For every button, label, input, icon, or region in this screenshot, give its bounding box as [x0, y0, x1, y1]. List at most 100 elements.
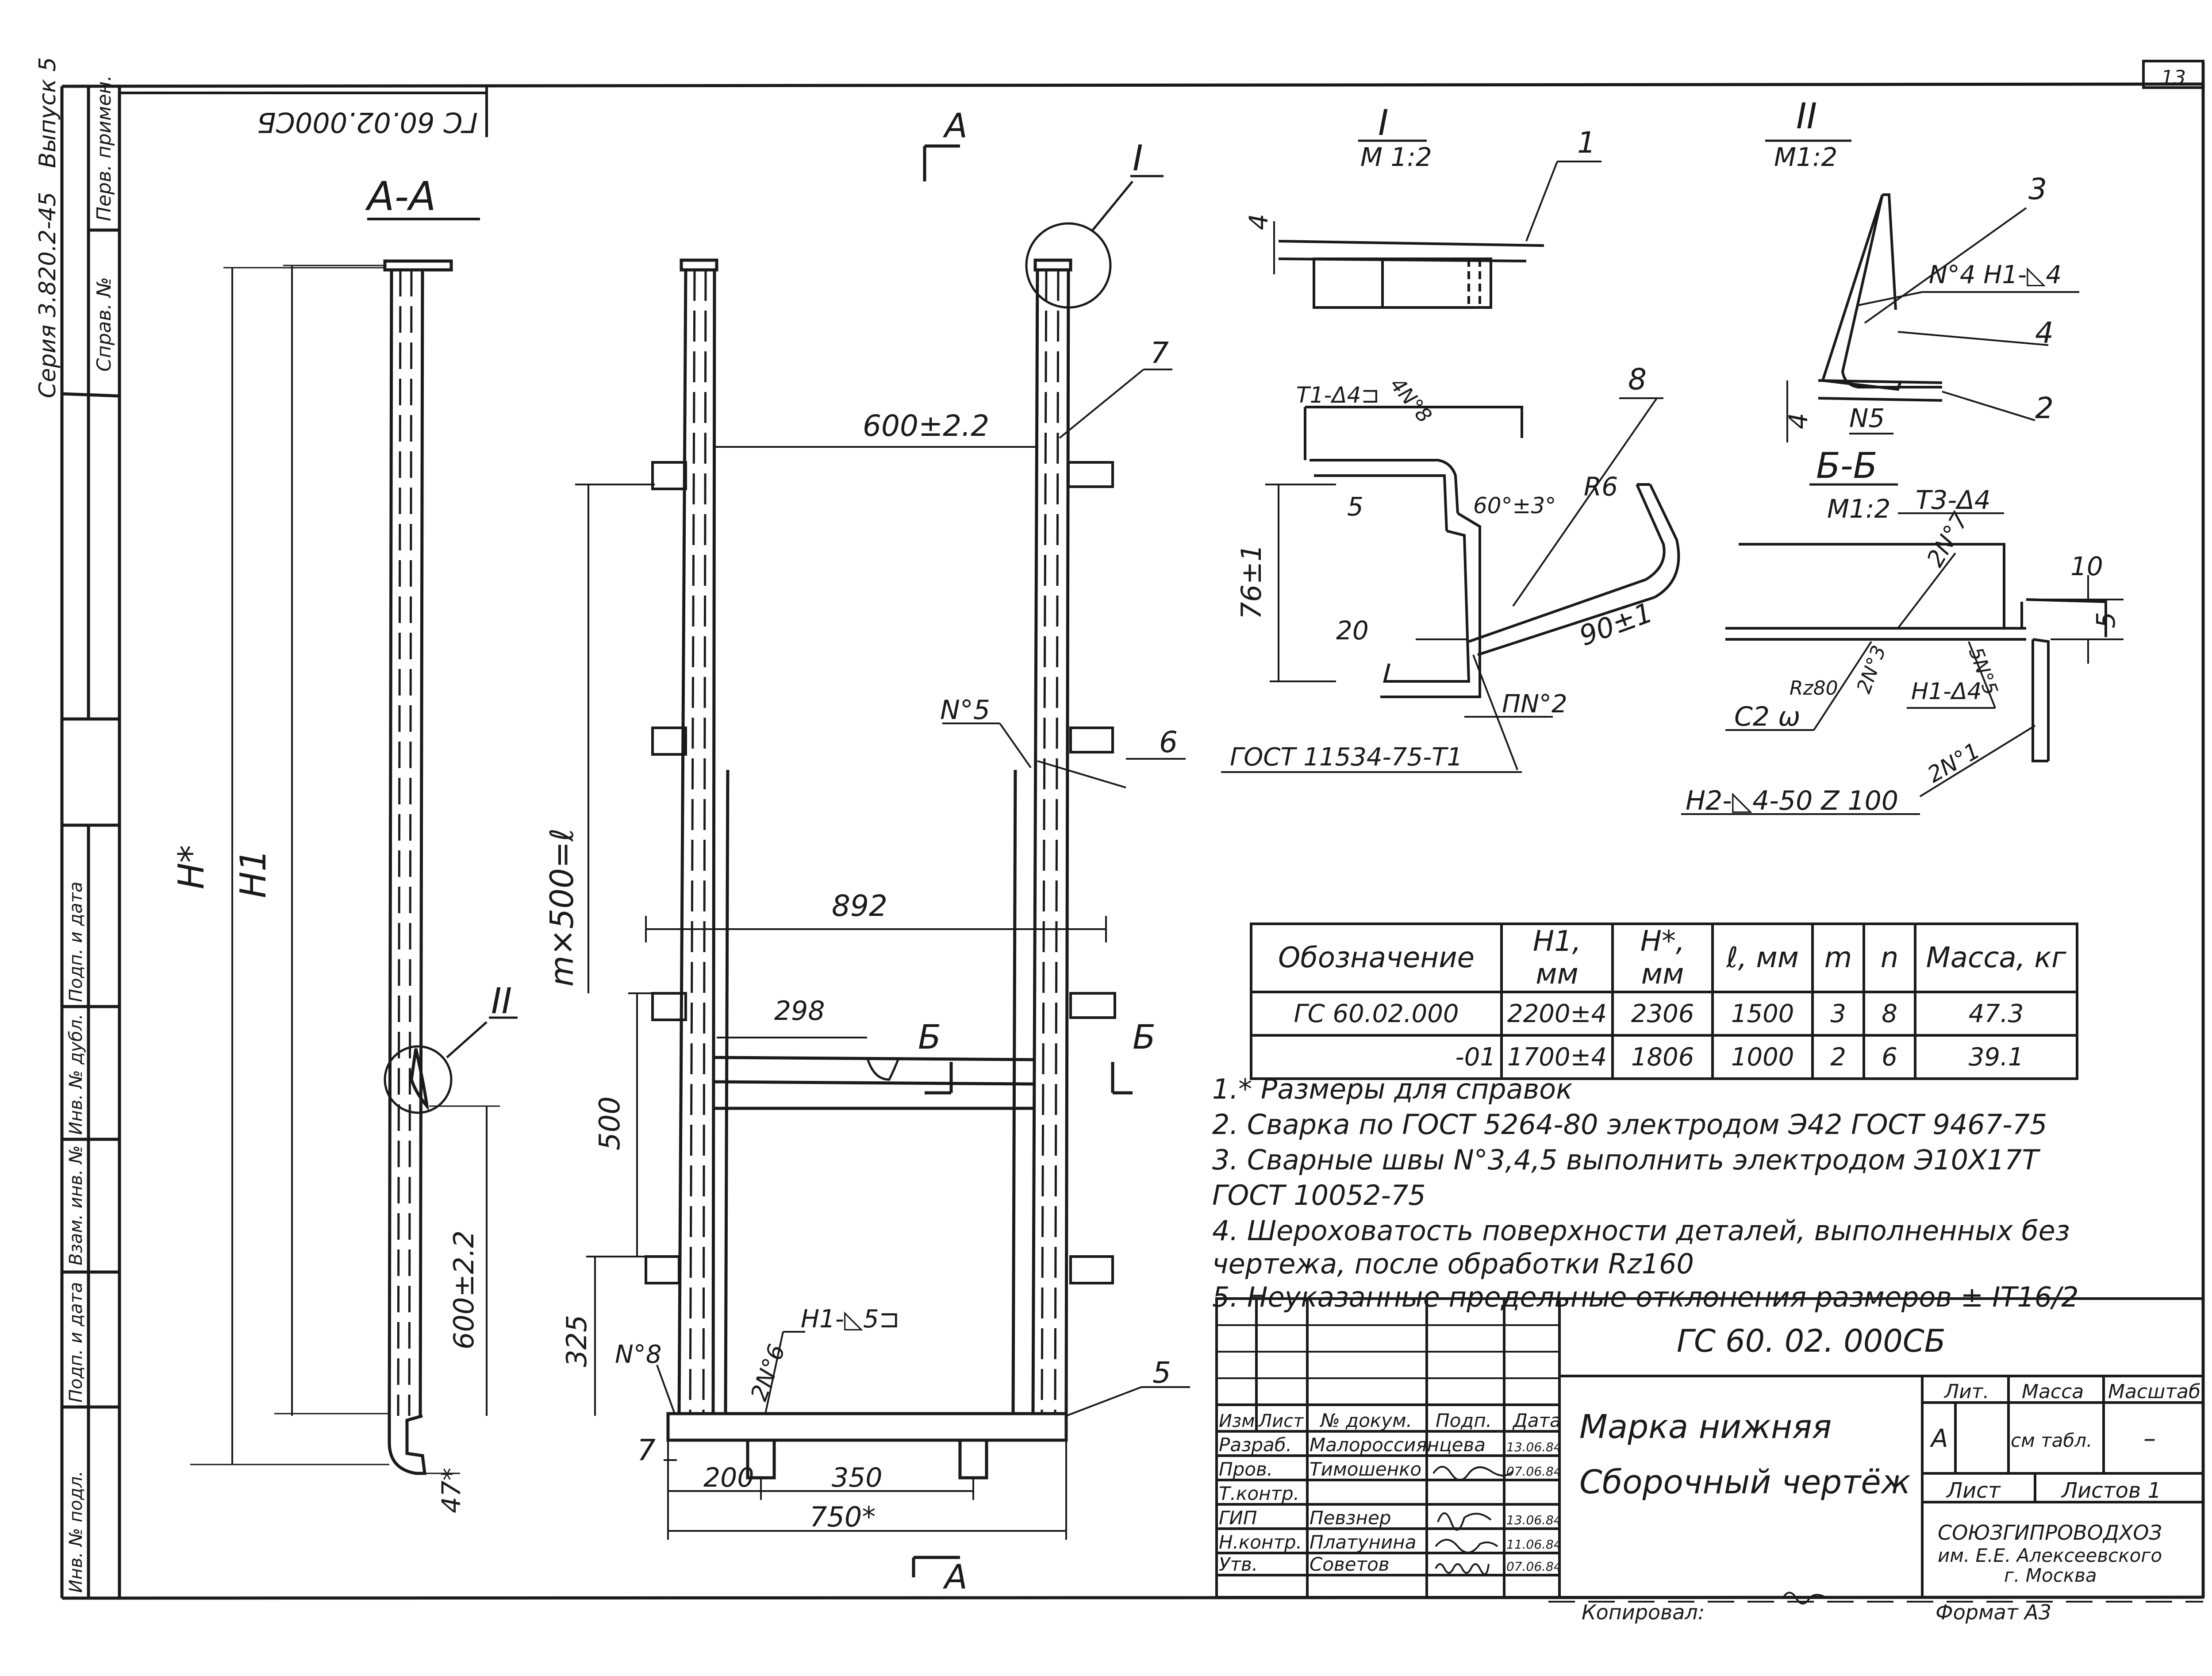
tb-mass-label: Масса: [2022, 1380, 2084, 1403]
dim-350: 350: [832, 1462, 883, 1493]
side-inv-orig: Инв. № подл.: [66, 1471, 86, 1593]
bb-dim-10: 10: [2070, 551, 2103, 581]
node-detail: Т1-Δ4⊐ 4N°8 5 76±1 20 60°±3° R6 90±1 8 П…: [1221, 362, 1680, 773]
tb-role-3: ГИП: [1219, 1507, 1257, 1529]
callout-h1-5: Н1-◺5⊐: [801, 1305, 900, 1334]
spec-cell: 1000: [1711, 1034, 1814, 1080]
callout-n5: N°5: [940, 695, 990, 726]
detail-2: II М1:2 3 N°4 Н1-◺4 4 2 N5 4: [1765, 96, 2079, 442]
rotated-code: ГС 60.02.000СБ: [257, 106, 478, 138]
callout-6: 6: [1159, 725, 1178, 759]
tb-name-5: Советов: [1310, 1553, 1390, 1575]
tb-role-0: Разраб.: [1219, 1434, 1292, 1456]
dim-200: 200: [703, 1462, 754, 1493]
bb-dim-5: 5: [2091, 612, 2121, 628]
spec-cell: 1700±4: [1500, 1034, 1614, 1080]
title-block-text: ГС 60. 02. 000СБ Марка нижняя Сборочный …: [1219, 1323, 2200, 1605]
spec-h-m: m: [1811, 923, 1866, 993]
dim-892: 892: [832, 889, 887, 923]
rotated-code-box: ГС 60.02.000СБ: [119, 86, 488, 138]
bb-c2w: С2 ω: [1734, 701, 1800, 732]
detail-2-callout-2: 2: [2035, 391, 2054, 425]
tb-sheets-label: Листов 1: [2061, 1478, 2161, 1503]
detail-1-marker: I: [1133, 138, 1143, 179]
node-gost: ГОСТ 11534-75-Т1: [1230, 743, 1463, 772]
tb-lit-value: А: [1930, 1424, 1948, 1453]
spec-h-mass: Масса, кг: [1914, 923, 2079, 993]
tb-sheet-label: Лист: [1946, 1478, 2001, 1503]
bb-h1-4: Н1-Δ4: [1911, 678, 1982, 705]
spec-cell: 8: [1863, 991, 1917, 1037]
detail-2-callout-4: 4: [2035, 316, 2054, 350]
tb-date-0: 13.06.84: [1506, 1440, 1562, 1454]
spec-cell: 1806: [1611, 1034, 1714, 1080]
spec-cell: 47.3: [1914, 991, 2079, 1037]
copied-by: Копировал:: [1582, 1600, 1705, 1624]
spec-cell: ГС 60.02.000: [1250, 991, 1503, 1037]
tb-hdr-change: Изм.: [1219, 1411, 1260, 1431]
title-block-lines: [1215, 1297, 2204, 1599]
node-dim-76: 76±1: [1235, 544, 1267, 619]
dim-500: 500: [594, 1096, 626, 1150]
tb-date-3: 13.06.84: [1506, 1513, 1562, 1527]
callout-n8: N°8: [615, 1340, 662, 1369]
spec-cell: 6: [1863, 1034, 1917, 1080]
detail-1: I М 1:2 4 1: [1244, 102, 1601, 309]
tb-scale-value: –: [2143, 1424, 2156, 1453]
side-series: Серия 3.820.2-45: [35, 192, 61, 398]
node-pn2: ПN°2: [1502, 690, 1567, 719]
node-callout-8: 8: [1628, 362, 1647, 396]
dim-600-left: 600±2.2: [448, 1230, 480, 1349]
tb-date-1: 07.06.84: [1506, 1464, 1562, 1479]
tb-hdr-doc: № докум.: [1320, 1410, 1412, 1431]
spec-cell: 2: [1811, 1034, 1866, 1080]
callout-5: 5: [1152, 1356, 1171, 1390]
cut-a-bottom: А: [942, 1557, 968, 1596]
spec-cell: 1500: [1711, 991, 1814, 1037]
callout-7b: 7: [637, 1433, 656, 1467]
side-replace-inv: Взам. инв. №: [66, 1145, 86, 1265]
dim-mx500: m×500=ℓ: [543, 828, 580, 987]
tb-date-5: 07.06.84: [1506, 1559, 1562, 1574]
tb-role-5: Утв.: [1219, 1553, 1258, 1575]
dim-298: 298: [774, 996, 825, 1026]
tb-org-1: СОЮЗГИПРОВОДХОЗ: [1938, 1521, 2162, 1545]
node-4n8: 4N°8: [1386, 373, 1437, 427]
front-view: А А: [543, 106, 1190, 1596]
side-sign-date-1: Подп. и дата: [66, 1282, 86, 1403]
left-brackets: [645, 461, 1116, 1284]
note-1: 1.* Размеры для справок: [1212, 1073, 1573, 1105]
dim-600-top: 600±2.2: [863, 409, 989, 443]
tb-date-4: 11.06.84: [1506, 1537, 1562, 1552]
section-aa-label: А-А: [365, 173, 436, 220]
detail-1-title: I: [1378, 102, 1389, 143]
spec-h-designation: Обозначение: [1250, 923, 1503, 993]
note-3: 3. Сварные швы N°3,4,5 выполнить электро…: [1212, 1144, 2039, 1176]
tb-scale-label: Масштаб: [2108, 1380, 2200, 1403]
node-t1-weld: Т1-Δ4⊐: [1296, 382, 1379, 408]
spec-cell: 3: [1811, 991, 1866, 1037]
spec-row: ГС 60.02.000 2200±4 2306 1500 3 8 47.3: [1250, 991, 2079, 1037]
bb-2n3: 2N°3: [1852, 642, 1890, 696]
note-3b: ГОСТ 10052-75: [1212, 1179, 1426, 1211]
note-2: 2. Сварка по ГОСТ 5264-80 электродом Э42…: [1212, 1108, 2047, 1141]
sheet-frame: [60, 60, 2205, 1600]
note-5: 5. Неуказанные предельные отклонения раз…: [1212, 1281, 2079, 1313]
detail-2-n5: N5: [1849, 403, 1885, 433]
cut-b-left: Б: [918, 1017, 941, 1057]
callout-7: 7: [1150, 336, 1169, 370]
tb-designation: ГС 60. 02. 000СБ: [1677, 1323, 1946, 1359]
spec-h-h1: H1, мм: [1500, 923, 1614, 993]
spec-h-hstar: H*, мм: [1611, 923, 1714, 993]
detail-1-dim-4: 4: [1244, 214, 1274, 230]
tb-name-2: Сборочный чертёж: [1579, 1463, 1911, 1501]
tb-role-1: Пров.: [1219, 1458, 1273, 1480]
node-dim-20: 20: [1336, 615, 1369, 646]
spec-row: -01 1700±4 1806 1000 2 6 39.1: [1250, 1034, 2079, 1080]
side-inv-dup: Инв. № дубл.: [66, 1014, 86, 1135]
signatures: [1432, 1466, 1828, 1605]
spec-cell: 2200±4: [1500, 991, 1614, 1037]
tb-org-3: г. Москва: [2004, 1565, 2097, 1586]
note-4b: чертежа, после обработки Rz160: [1212, 1248, 1694, 1280]
